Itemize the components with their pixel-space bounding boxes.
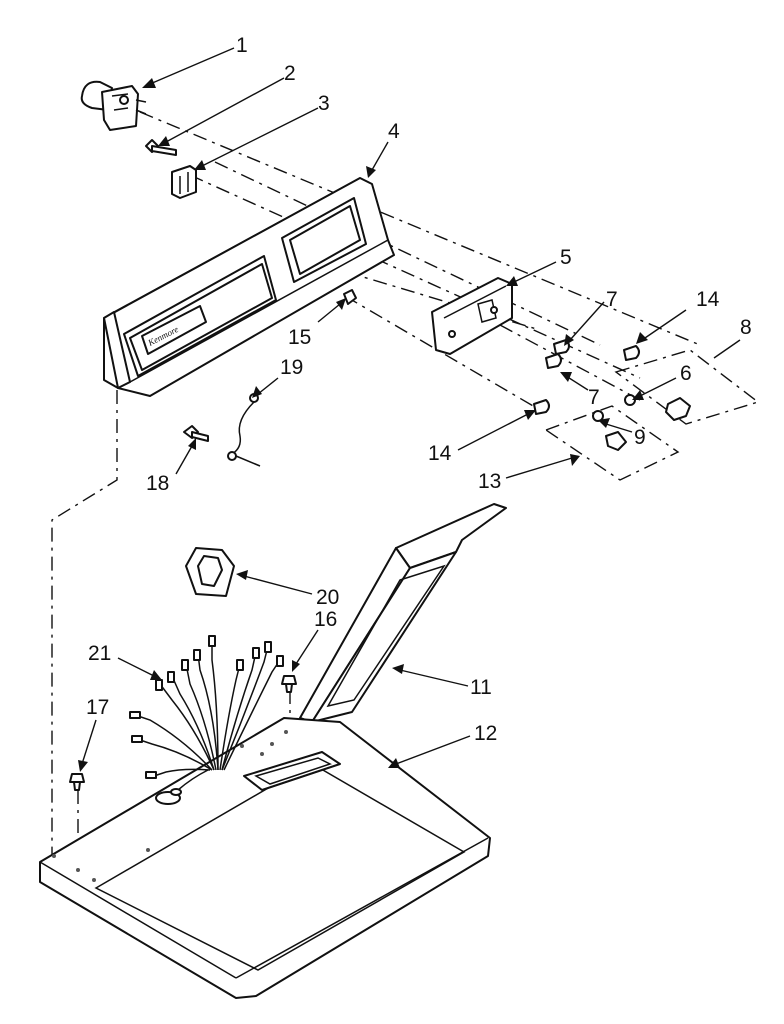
part-21-wire-harness <box>129 635 284 796</box>
part-13-knob-assembly <box>544 405 680 481</box>
callout-3: 3 <box>318 92 330 115</box>
part-12-top-panel <box>39 717 491 999</box>
part-5-mounting-plate <box>431 277 513 355</box>
part-1-switch <box>80 80 147 131</box>
callout-21: 21 <box>88 642 111 665</box>
part-14-screws <box>533 345 640 415</box>
part-18-screw <box>183 425 209 442</box>
callout-13: 13 <box>478 470 501 493</box>
part-15-clip <box>343 289 357 305</box>
callout-14-upper: 14 <box>696 288 720 311</box>
callout-14-lower: 14 <box>428 442 452 465</box>
callout-20: 20 <box>316 586 339 609</box>
callout-7-lower: 7 <box>588 386 600 409</box>
part-17-screw <box>69 773 85 791</box>
callout-12: 12 <box>474 722 497 745</box>
part-3-bracket <box>171 165 197 199</box>
part-20-connector <box>185 547 235 597</box>
callout-labels: 1 2 3 4 5 6 7 7 8 9 11 12 13 14 14 15 16… <box>86 34 752 745</box>
part-8-knob-assembly <box>614 349 760 425</box>
part-19-ground-wire <box>227 393 261 467</box>
callout-1: 1 <box>236 34 248 57</box>
part-4-console-panel: Kenmore <box>103 177 395 397</box>
callout-5: 5 <box>560 246 572 269</box>
part-16-screw <box>281 675 297 693</box>
callout-18: 18 <box>146 472 169 495</box>
callout-11: 11 <box>470 676 492 699</box>
callout-8: 8 <box>740 316 752 339</box>
callout-16: 16 <box>314 608 337 631</box>
callout-4: 4 <box>388 120 400 143</box>
callout-19: 19 <box>280 356 303 379</box>
callout-9: 9 <box>634 426 646 449</box>
callout-6: 6 <box>680 362 692 385</box>
callout-17: 17 <box>86 696 109 719</box>
callout-15: 15 <box>288 326 311 349</box>
callout-2: 2 <box>284 62 296 85</box>
callout-7-upper: 7 <box>606 288 618 311</box>
leader-lines <box>78 47 741 772</box>
